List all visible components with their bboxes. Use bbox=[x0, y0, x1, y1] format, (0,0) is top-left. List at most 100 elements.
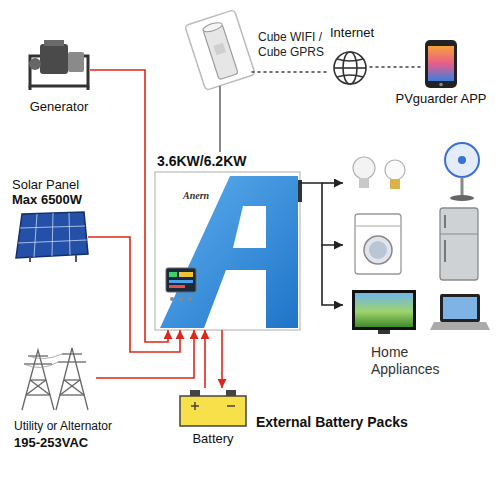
battery-icon bbox=[180, 390, 246, 426]
phone-icon bbox=[428, 46, 454, 81]
utility-node: Utility or Alternator195-253VAC bbox=[12, 342, 96, 412]
utility-tower-icon bbox=[26, 394, 50, 395]
solar-panel-icon bbox=[75, 255, 77, 262]
fan-icon bbox=[445, 143, 479, 201]
solar-panel-icon bbox=[34, 214, 37, 257]
battery-icon bbox=[180, 396, 246, 426]
fan-icon bbox=[445, 143, 479, 177]
washing-machine-icon bbox=[355, 214, 401, 274]
fan-icon bbox=[450, 195, 474, 201]
output-wire bbox=[300, 183, 343, 245]
node-label: Home Appliances bbox=[371, 344, 453, 378]
node-label: Generator bbox=[16, 100, 102, 115]
battery-node: Battery bbox=[178, 388, 248, 428]
phone-icon bbox=[425, 40, 457, 88]
generator-icon bbox=[40, 44, 68, 74]
solar-panel-node: Solar PanelMax 6500W bbox=[14, 212, 88, 262]
node-label: PVguarder APP bbox=[393, 92, 489, 107]
cube-wifi-icon bbox=[213, 43, 226, 56]
utility-tower-icon bbox=[22, 350, 54, 410]
battery-wire bbox=[221, 330, 223, 388]
internet-globe-icon bbox=[334, 52, 366, 84]
cube-wifi-icon bbox=[203, 24, 238, 80]
battery-wire bbox=[204, 330, 206, 388]
battery-note: External Battery Packs bbox=[256, 414, 408, 430]
bulb-icon bbox=[353, 157, 375, 179]
bulb-icon bbox=[385, 160, 405, 180]
washing-machine-icon bbox=[369, 241, 387, 259]
washing-machine-icon bbox=[355, 214, 401, 274]
inverter-icon bbox=[169, 285, 185, 288]
power-rating: 3.6KW/6.2KW bbox=[157, 154, 246, 169]
phone-app-node: PVguarder APP bbox=[425, 40, 457, 88]
wireless-link bbox=[252, 71, 330, 73]
bulb-icon bbox=[359, 178, 369, 188]
utility-tower-icon bbox=[64, 379, 80, 380]
fridge-icon bbox=[444, 240, 446, 262]
television-icon bbox=[355, 293, 413, 327]
cube-wifi-node: Cube WIFI / Cube GPRS bbox=[190, 14, 250, 86]
branch-wire bbox=[322, 245, 343, 305]
utility-tower-icon bbox=[24, 362, 58, 368]
utility-tower-icon bbox=[58, 361, 86, 362]
laptop-icon bbox=[440, 294, 480, 322]
bulb-icon bbox=[390, 179, 400, 189]
battery-icon bbox=[194, 402, 196, 410]
power-wire bbox=[88, 237, 180, 352]
power-rating: Max 6500W bbox=[12, 193, 82, 208]
generator-node: Generator bbox=[28, 40, 90, 88]
generator-icon bbox=[29, 40, 88, 90]
solar-panel-icon bbox=[18, 240, 87, 243]
laptop-icon bbox=[430, 322, 490, 330]
inverter-icon bbox=[169, 272, 177, 277]
fan-icon bbox=[461, 177, 464, 196]
inverter-node: 3.6KW/6.2KW Anern bbox=[155, 154, 300, 330]
voltage-range: 195-253VAC bbox=[14, 436, 88, 451]
internet-globe-icon bbox=[334, 67, 366, 69]
utility-tower-icon bbox=[26, 380, 46, 395]
node-label: Internet bbox=[330, 26, 374, 41]
solar-panel-icon bbox=[16, 212, 88, 262]
bulb-icon bbox=[353, 157, 405, 189]
internet-globe-icon bbox=[337, 75, 363, 77]
utility-tower-icon bbox=[60, 394, 84, 395]
fridge-icon bbox=[440, 208, 478, 280]
inverter-icon bbox=[166, 268, 196, 292]
laptop-icon bbox=[443, 297, 477, 319]
solar-panel-icon bbox=[20, 226, 85, 228]
laptop-icon bbox=[430, 294, 490, 330]
power-wire bbox=[90, 70, 168, 342]
inverter-icon bbox=[179, 272, 193, 277]
utility-tower-icon bbox=[60, 380, 80, 395]
internet-globe-icon bbox=[334, 52, 366, 84]
solar-panel-icon bbox=[16, 212, 88, 258]
television-icon bbox=[352, 290, 416, 330]
battery-icon bbox=[190, 390, 200, 396]
phone-icon bbox=[425, 40, 457, 88]
generator-icon bbox=[29, 58, 41, 70]
utility-tower-icon bbox=[64, 380, 84, 395]
inverter-icon bbox=[233, 206, 266, 248]
utility-tower-icon bbox=[22, 348, 88, 410]
utility-tower-icon bbox=[28, 354, 62, 359]
inverter-icon bbox=[160, 176, 298, 328]
generator-icon bbox=[68, 52, 84, 72]
wireless-link bbox=[370, 66, 423, 68]
washing-machine-icon bbox=[364, 236, 392, 264]
power-wire bbox=[96, 330, 194, 378]
utility-tower-icon bbox=[24, 363, 52, 364]
appliances-node: Home Appliances bbox=[345, 136, 492, 338]
fan-icon bbox=[458, 156, 466, 164]
brand-logo: Anern bbox=[183, 190, 209, 202]
battery-icon bbox=[227, 405, 235, 407]
television-icon bbox=[352, 290, 416, 334]
node-label: Battery bbox=[178, 432, 248, 447]
internet-globe-icon bbox=[337, 59, 363, 61]
branch-wire bbox=[322, 182, 343, 184]
inverter-icon bbox=[169, 280, 193, 283]
television-icon bbox=[378, 330, 390, 334]
